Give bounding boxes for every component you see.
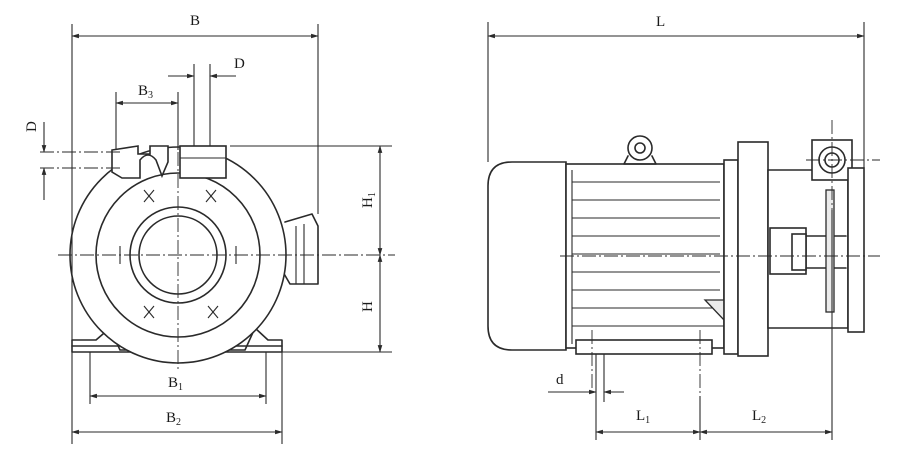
side-mounting-foot bbox=[575, 339, 713, 355]
dim-label-d: d bbox=[556, 372, 564, 388]
front-view: B B3 D D H1 H B1 B2 bbox=[24, 13, 395, 444]
side-view: L d L1 L2 bbox=[487, 14, 880, 440]
side-lifting-eye bbox=[627, 135, 653, 161]
front-lifting-lug-left bbox=[111, 145, 169, 179]
dim-label-B3: B3 bbox=[138, 83, 153, 101]
dim-label-L2: L2 bbox=[752, 408, 766, 426]
side-cooling-fins bbox=[571, 170, 724, 344]
dim-label-B2: B2 bbox=[166, 410, 181, 428]
dim-label-L1: L1 bbox=[636, 408, 650, 426]
front-lifting-lug-right bbox=[179, 145, 227, 179]
dim-label-H: H bbox=[360, 301, 376, 312]
front-base-feet bbox=[71, 327, 283, 353]
dim-label-D-top: D bbox=[234, 56, 245, 72]
dim-label-H1: H1 bbox=[360, 192, 378, 208]
side-end-cap bbox=[847, 167, 865, 333]
dim-label-B1: B1 bbox=[168, 375, 183, 393]
side-fan-cover bbox=[487, 161, 567, 351]
dim-label-B: B bbox=[190, 13, 200, 29]
dim-label-L: L bbox=[656, 14, 665, 30]
front-terminal-box bbox=[282, 213, 319, 285]
side-flange bbox=[723, 159, 739, 355]
dim-label-D-left: D bbox=[24, 121, 40, 132]
